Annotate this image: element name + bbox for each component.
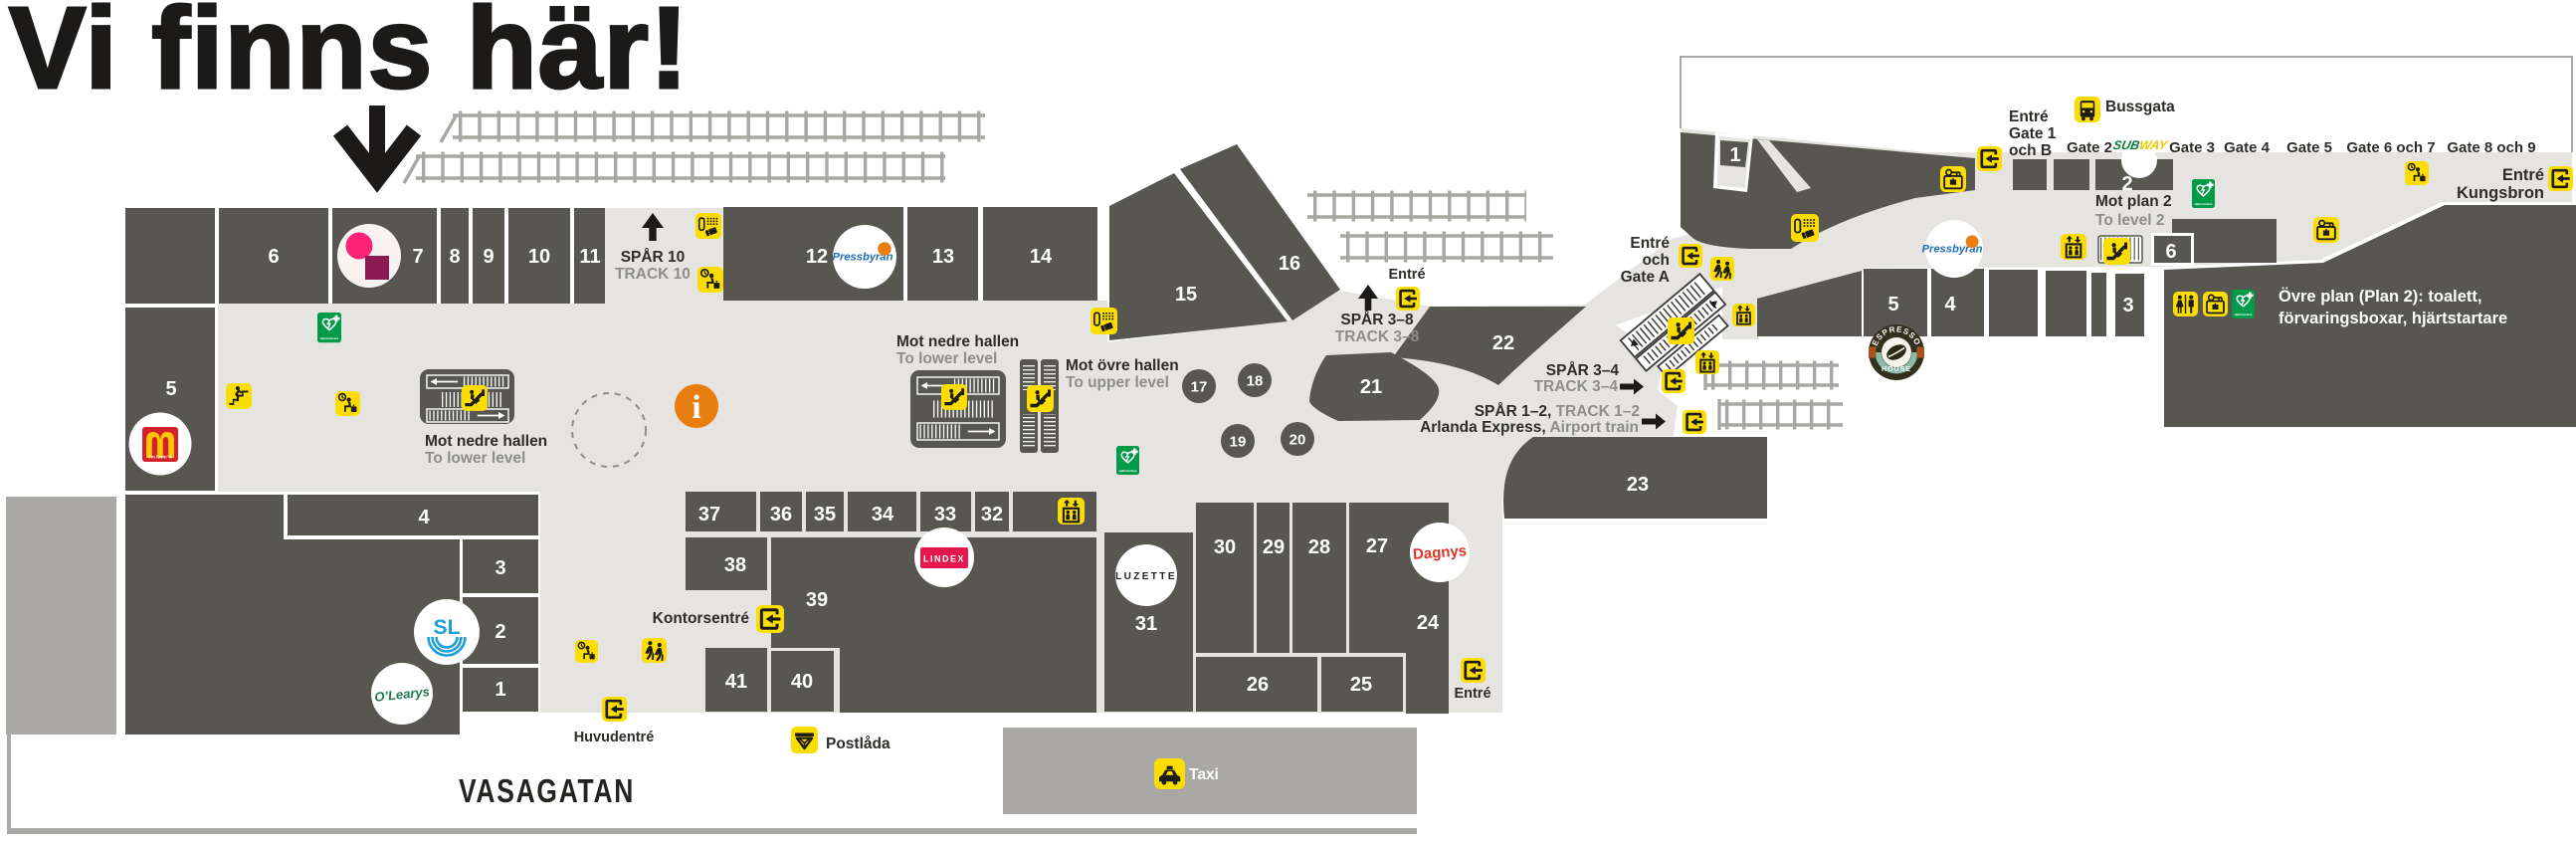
svg-text:LUZETTE: LUZETTE [1115,571,1177,582]
svg-text:2: 2 [495,621,505,643]
svg-text:37: 37 [698,504,720,526]
svg-text:Gate 5: Gate 5 [2286,139,2332,156]
svg-text:SPÅR 3–8: SPÅR 3–8 [1340,312,1414,328]
svg-text:9: 9 [483,246,494,268]
svg-text:Gate 3: Gate 3 [2169,139,2215,156]
svg-text:17: 17 [1191,379,1208,396]
svg-text:O’Learys: O’Learys [374,684,431,705]
svg-text:Mot övre hallen: Mot övre hallen [1066,357,1179,374]
svg-text:35: 35 [814,504,836,526]
svg-text:TRACK 3–4: TRACK 3–4 [1534,378,1619,395]
svg-text:10: 10 [528,246,550,268]
svg-text:14: 14 [1030,246,1053,268]
svg-text:Gate 8 och 9: Gate 8 och 9 [2447,139,2535,156]
svg-text:18: 18 [1247,373,1264,390]
svg-text:Vi finns här!: Vi finns här! [9,0,690,112]
svg-text:30: 30 [1214,536,1236,558]
svg-text:6: 6 [2165,241,2176,263]
svg-text:41: 41 [725,671,747,693]
svg-text:25: 25 [1350,674,1372,696]
svg-text:15: 15 [1175,284,1197,306]
svg-text:32: 32 [981,504,1003,526]
svg-text:1: 1 [495,679,505,701]
svg-text:Entré: Entré [2009,108,2049,125]
svg-text:SL: SL [434,616,461,639]
svg-text:Entré: Entré [1630,235,1670,252]
svg-text:I’m lovin’ it: I’m lovin’ it [148,455,172,460]
svg-text:Pressbyrån: Pressbyrån [833,252,893,264]
svg-text:TRACK 10: TRACK 10 [615,266,691,283]
svg-text:Gate 6 och 7: Gate 6 och 7 [2346,139,2435,156]
svg-text:och: och [1642,252,1670,269]
svg-text:5: 5 [165,378,176,400]
svg-text:33: 33 [934,504,956,526]
svg-text:6: 6 [268,246,279,268]
svg-text:1: 1 [1729,144,1740,166]
svg-text:förvaringsboxar, hjärtstartare: förvaringsboxar, hjärtstartare [2279,310,2507,327]
svg-text:24: 24 [1417,612,1440,634]
svg-text:Postlåda: Postlåda [826,736,891,752]
svg-text:5: 5 [1887,294,1898,315]
svg-text:34: 34 [872,504,894,526]
svg-text:27: 27 [1366,535,1388,557]
svg-text:28: 28 [1308,536,1330,558]
svg-text:Gate 4: Gate 4 [2224,139,2271,156]
svg-text:To upper level: To upper level [1066,374,1169,391]
svg-text:SPÅR 1–2, TRACK 1–2: SPÅR 1–2, TRACK 1–2 [1475,403,1640,420]
svg-text:LINDEX: LINDEX [923,554,965,564]
svg-text:19: 19 [1230,434,1247,451]
svg-text:Entré: Entré [1388,267,1425,283]
svg-text:3: 3 [495,557,505,579]
svg-text:To lower level: To lower level [425,450,525,467]
svg-text:11: 11 [579,246,600,268]
svg-text:29: 29 [1263,536,1285,558]
svg-text:Gate 1: Gate 1 [2009,125,2057,142]
svg-text:Arlanda Express, Airport train: Arlanda Express, Airport train [1420,419,1639,436]
svg-text:To level 2: To level 2 [2095,212,2165,229]
svg-text:31: 31 [1135,613,1157,635]
svg-text:4: 4 [418,507,430,528]
svg-text:Gate A: Gate A [1621,269,1670,286]
svg-text:Mot nedre hallen: Mot nedre hallen [425,433,547,450]
svg-text:Huvudentré: Huvudentré [574,730,655,745]
svg-text:Kungsbron: Kungsbron [2457,184,2544,202]
svg-text:2: 2 [2121,173,2132,195]
svg-text:Mot nedre hallen: Mot nedre hallen [896,333,1019,350]
svg-text:8: 8 [449,246,460,268]
svg-text:Gate 2: Gate 2 [2067,139,2112,156]
svg-text:13: 13 [932,246,954,268]
svg-text:7: 7 [412,246,423,268]
svg-text:To lower level: To lower level [896,350,997,367]
svg-text:22: 22 [1492,332,1514,354]
svg-text:Kontorsentré: Kontorsentré [653,610,750,627]
svg-text:HOUSE: HOUSE [1882,366,1911,373]
svg-text:12: 12 [806,246,828,268]
svg-text:Pressbyrån: Pressbyrån [1922,244,1983,256]
svg-text:VASAGATAN: VASAGATAN [459,773,635,809]
svg-text:4: 4 [1944,294,1956,315]
svg-text:Entré: Entré [1454,686,1490,702]
svg-text:3: 3 [2122,295,2133,316]
svg-text:SPÅR 3–4: SPÅR 3–4 [1546,362,1620,379]
svg-text:Övre plan (Plan 2): toalett,: Övre plan (Plan 2): toalett, [2279,287,2481,306]
svg-text:SPÅR 10: SPÅR 10 [621,249,686,266]
svg-text:i: i [692,389,700,426]
svg-text:Dagnys: Dagnys [1412,542,1467,563]
svg-text:20: 20 [1289,432,1306,449]
svg-text:36: 36 [770,504,792,526]
svg-text:Taxi: Taxi [1189,766,1219,783]
svg-text:Entré: Entré [2502,166,2544,184]
svg-text:23: 23 [1627,474,1649,496]
svg-text:39: 39 [806,589,828,611]
svg-text:16: 16 [1279,253,1300,275]
svg-text:TRACK 3–8: TRACK 3–8 [1335,328,1420,345]
svg-text:26: 26 [1247,674,1269,696]
svg-text:Bussgata: Bussgata [2105,99,2175,115]
svg-text:och B: och B [2009,142,2052,159]
svg-text:SUBWAY: SUBWAY [2112,138,2170,152]
svg-text:Mot plan 2: Mot plan 2 [2095,193,2172,210]
svg-text:40: 40 [791,671,813,693]
svg-text:38: 38 [724,554,746,576]
svg-text:21: 21 [1360,376,1382,398]
